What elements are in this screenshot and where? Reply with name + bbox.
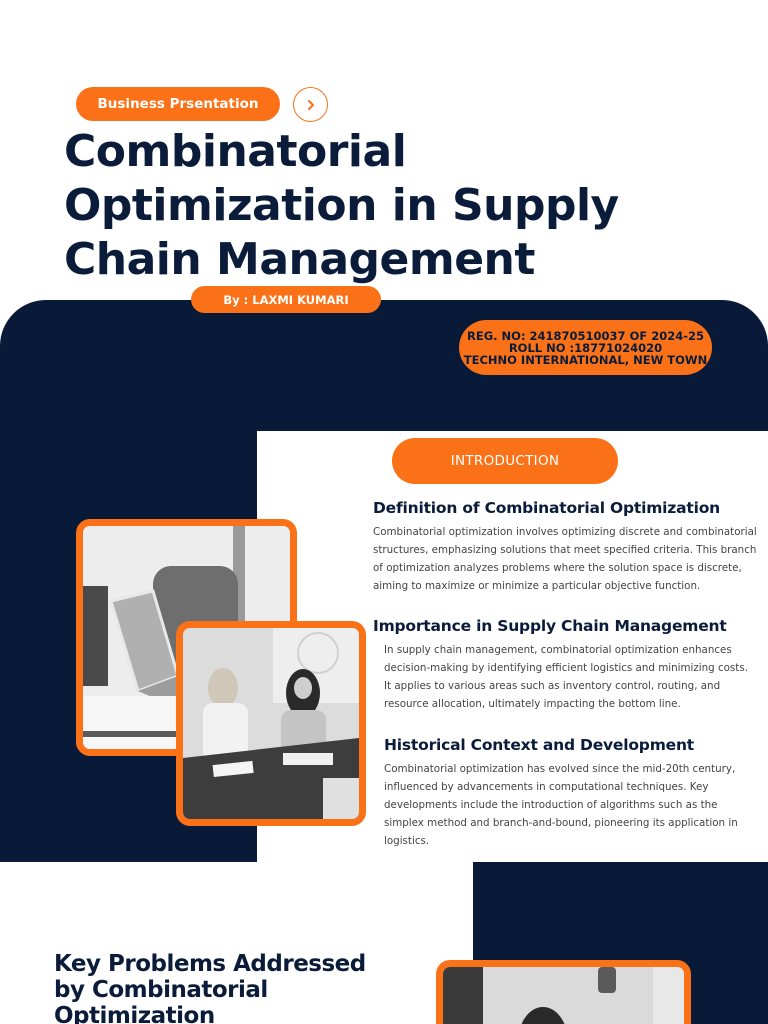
category-tag: Business Prsentation — [76, 87, 280, 121]
section-title-key-problems: Key Problems Addressed by Combinatorial … — [54, 951, 414, 1024]
section-body-definition: Combinatorial optimization involves opti… — [373, 526, 757, 592]
meeting-image — [183, 628, 359, 819]
photo-meeting — [176, 621, 366, 826]
title-line: by Combinatorial — [54, 977, 268, 1003]
registration-badge: REG. NO: 241870510037 OF 2024-25 ROLL NO… — [459, 320, 712, 375]
person-image — [443, 967, 684, 1024]
photo-person — [436, 960, 691, 1024]
reg-number: REG. NO: 241870510037 OF 2024-25 — [467, 328, 704, 343]
title-line: Chain Management — [64, 234, 535, 285]
title-line: Key Problems Addressed — [54, 951, 366, 977]
page-title: Combinatorial Optimization in Supply Cha… — [64, 125, 684, 287]
section-heading-importance: Importance in Supply Chain Management — [373, 617, 727, 635]
institution: TECHNO INTERNATIONAL, NEW TOWN — [463, 352, 708, 367]
title-line: Optimization in Supply — [64, 180, 619, 231]
section-heading-definition: Definition of Combinatorial Optimization — [373, 499, 720, 517]
section-body-history: Combinatorial optimization has evolved s… — [384, 763, 738, 847]
section-heading-history: Historical Context and Development — [384, 736, 695, 754]
title-line: Optimization — [54, 1003, 215, 1024]
chevron-right-icon — [307, 99, 314, 110]
next-button[interactable] — [293, 87, 328, 122]
title-line: Combinatorial — [64, 126, 407, 177]
author-badge: By : LAXMI KUMARI — [191, 286, 381, 313]
section-body-importance: In supply chain management, combinatoria… — [384, 644, 748, 710]
introduction-label: INTRODUCTION — [392, 438, 618, 484]
roll-number: ROLL NO :18771024020 — [508, 340, 663, 355]
